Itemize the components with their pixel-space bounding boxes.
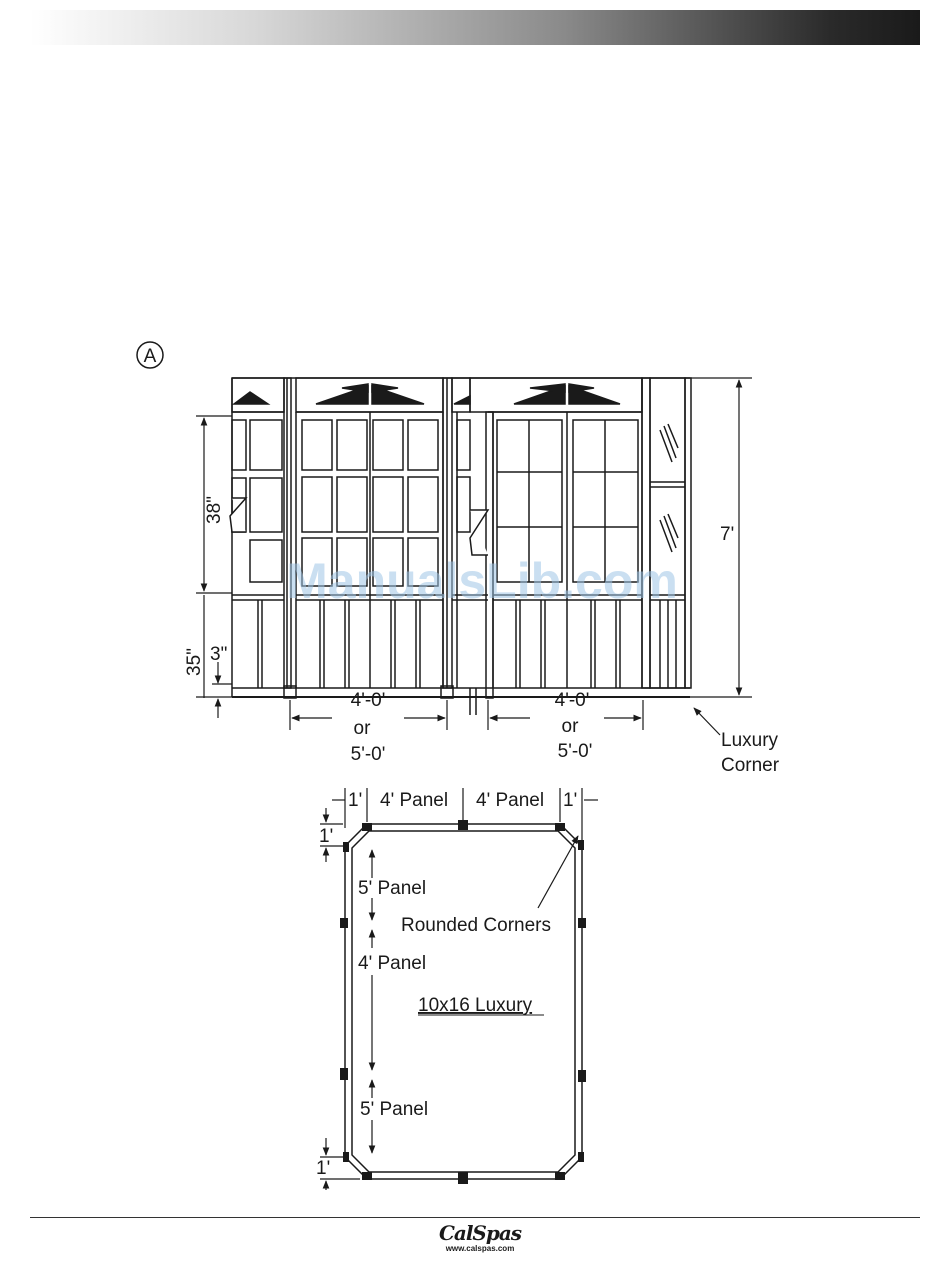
plan-labels: 1' 4' Panel 4' Panel 1' 1' 5' Panel Roun… bbox=[316, 790, 577, 1179]
luxury-corner-label-1: Luxury bbox=[721, 730, 779, 751]
footer-rule bbox=[30, 1217, 920, 1218]
logo-wordmark: CalSpas bbox=[430, 1222, 530, 1244]
svg-text:1': 1' bbox=[563, 790, 577, 811]
svg-text:1': 1' bbox=[348, 790, 362, 811]
svg-text:5'-0': 5'-0' bbox=[351, 744, 386, 765]
height-3-label: 3" bbox=[210, 644, 227, 665]
svg-text:1': 1' bbox=[319, 826, 333, 847]
svg-text:5'-0': 5'-0' bbox=[558, 741, 593, 762]
watermark: ManualsLib.com bbox=[286, 553, 678, 609]
panel-5-top-label: 5' Panel bbox=[358, 878, 426, 899]
svg-text:4' Panel: 4' Panel bbox=[380, 790, 448, 811]
model-label: 10x16 Luxury bbox=[418, 995, 533, 1016]
logo-url: www.calspas.com bbox=[430, 1244, 530, 1253]
luxury-corner-label-2: Corner bbox=[721, 755, 780, 776]
height-35-label: 35" bbox=[184, 648, 205, 676]
figure-marker: A bbox=[137, 342, 163, 368]
elevation-view bbox=[230, 378, 691, 715]
height-38-label: 38" bbox=[204, 496, 225, 524]
svg-text:A: A bbox=[144, 346, 157, 367]
rounded-corners-label: Rounded Corners bbox=[401, 915, 551, 936]
svg-text:1': 1' bbox=[316, 1158, 330, 1179]
calspas-logo: CalSpas www.calspas.com bbox=[430, 1222, 530, 1253]
plan-dimensions bbox=[320, 788, 598, 1190]
svg-text:4'-0': 4'-0' bbox=[351, 690, 386, 711]
svg-text:4' Panel: 4' Panel bbox=[476, 790, 544, 811]
svg-text:or: or bbox=[562, 716, 580, 737]
svg-text:or: or bbox=[354, 718, 372, 739]
panel-4-label: 4' Panel bbox=[358, 953, 426, 974]
height-7-label: 7' bbox=[720, 524, 734, 545]
panel-5-bottom-label: 5' Panel bbox=[360, 1099, 428, 1120]
svg-text:4'-0': 4'-0' bbox=[555, 690, 590, 711]
